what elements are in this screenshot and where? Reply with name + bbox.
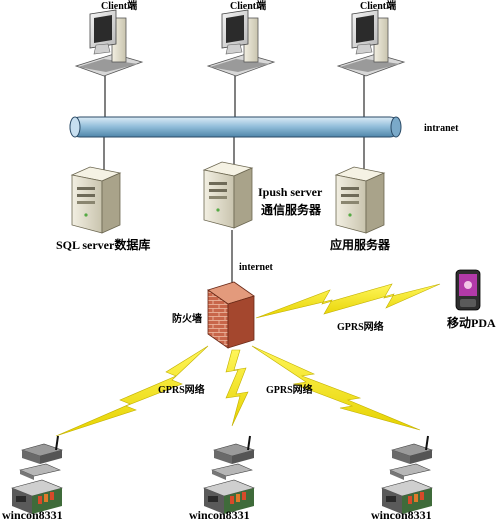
wincon-device-2	[203, 435, 255, 515]
pda-device	[455, 269, 481, 311]
wincon-label-3: wincon8331	[371, 508, 432, 522]
firewall-label: 防火墙	[172, 312, 202, 325]
gprs-label-pda: GPRS网络	[337, 320, 384, 333]
sql-server-label: SQL server数据库	[56, 237, 150, 252]
firewall-wall	[207, 281, 255, 349]
client-label-3: Client端	[360, 0, 396, 12]
wincon-label-2: wincon8331	[189, 508, 250, 522]
app-server-tower	[335, 166, 385, 234]
pda-label: 移动PDA	[447, 315, 496, 330]
intranet-label: intranet	[424, 123, 459, 134]
gprs-bolt-mid	[225, 349, 249, 427]
gprs-bolt-right	[251, 345, 421, 431]
wincon-label-1: wincon8331	[2, 508, 63, 522]
gprs-label-mid: GPRS网络	[266, 383, 313, 396]
client-label-1: Client端	[101, 0, 137, 12]
wincon-device-3	[381, 435, 433, 515]
ipush-server-label-2: 通信服务器	[261, 202, 322, 217]
ipush-server-label-1: Ipush server	[258, 185, 323, 199]
intranet-bus	[69, 116, 402, 138]
client-label-2: Client端	[230, 0, 266, 12]
gprs-bolt-pda	[255, 283, 441, 319]
gprs-label-left: GPRS网络	[158, 383, 205, 396]
app-server-label: 应用服务器	[330, 237, 391, 252]
client-computer-2	[207, 9, 275, 77]
wincon-device-1	[11, 435, 63, 515]
internet-label: internet	[239, 262, 274, 273]
gprs-bolt-left	[55, 345, 209, 437]
client-computer-3	[337, 9, 405, 77]
ipush-server-tower	[203, 161, 253, 229]
sql-server-tower	[71, 166, 121, 234]
client-computer-1	[75, 9, 143, 77]
